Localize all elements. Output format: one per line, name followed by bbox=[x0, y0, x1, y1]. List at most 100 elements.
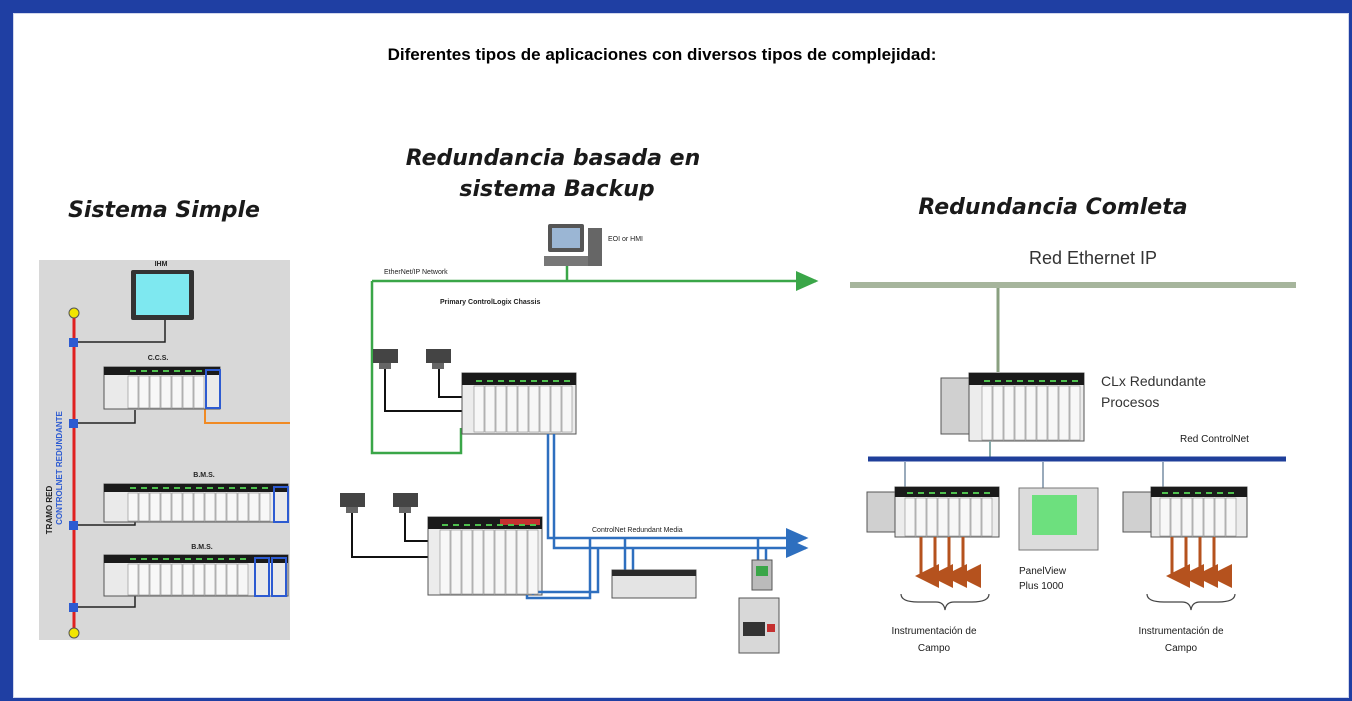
clx-module-led bbox=[1017, 380, 1023, 382]
bms2-module-led bbox=[218, 558, 224, 560]
section-simple-title: Sistema Simple bbox=[68, 198, 260, 223]
io-left-module-led bbox=[918, 492, 924, 494]
secondary-module-led bbox=[475, 524, 481, 526]
field-arrows-left bbox=[915, 537, 981, 588]
bms2-module-slot bbox=[226, 563, 238, 596]
primary-module-led bbox=[520, 380, 526, 382]
bms1-module-led bbox=[262, 487, 268, 489]
primary-module-slot bbox=[528, 385, 540, 433]
bms2-module-led bbox=[152, 558, 158, 560]
instr-left-line1: Instrumentación de bbox=[891, 626, 976, 637]
primary-module-slot bbox=[550, 385, 562, 433]
ethernet-label: EtherNet/IP Network bbox=[384, 269, 448, 276]
bms1-label: B.M.S. bbox=[193, 472, 214, 479]
ccs-module-led bbox=[130, 370, 136, 372]
clx-module-slot bbox=[992, 385, 1004, 441]
bms1-module-led bbox=[174, 487, 180, 489]
io-right-module-led bbox=[1173, 492, 1179, 494]
ccs-module-led bbox=[196, 370, 202, 372]
bms2-module-slot bbox=[149, 563, 161, 596]
brace-left bbox=[900, 593, 990, 611]
secondary-module-slot bbox=[439, 529, 451, 595]
io-left-module-led bbox=[951, 492, 957, 494]
field-arrows-right bbox=[1166, 537, 1232, 588]
secondary-module-led bbox=[486, 524, 492, 526]
bms2-module-led bbox=[141, 558, 147, 560]
vertical-label-controlnet: CONTROLNET REDUNDANTE bbox=[55, 410, 64, 524]
primary-module-led bbox=[509, 380, 515, 382]
primary-chassis-label: Primary ControlLogix Chassis bbox=[440, 299, 540, 306]
bms2-module-slot bbox=[204, 563, 216, 596]
panelview-label-line2: Plus 1000 bbox=[1019, 581, 1064, 592]
io-right-module-led bbox=[1228, 492, 1234, 494]
bms2-module-slot bbox=[127, 563, 139, 596]
bms1-module-slot bbox=[226, 492, 238, 522]
io-left-module-led bbox=[973, 492, 979, 494]
bms1-module-led bbox=[152, 487, 158, 489]
clx-module-slot bbox=[1036, 385, 1048, 441]
io-left-module-slot bbox=[948, 497, 960, 537]
bms1-module-slot bbox=[149, 492, 161, 522]
instr-right-line2: Campo bbox=[1165, 643, 1198, 654]
primary-module-led bbox=[531, 380, 537, 382]
io-left-module-slot bbox=[981, 497, 993, 537]
brace-right bbox=[1146, 593, 1236, 611]
primary-module-led bbox=[487, 380, 493, 382]
clx-label-line2: Procesos bbox=[1101, 394, 1159, 410]
primary-module-slot bbox=[506, 385, 518, 433]
clx-module-led bbox=[1050, 380, 1056, 382]
secondary-module-slot bbox=[472, 529, 484, 595]
instr-left-line2: Campo bbox=[918, 643, 951, 654]
controlnet-label: Red ControlNet bbox=[1180, 434, 1249, 445]
io-right-module-led bbox=[1206, 492, 1212, 494]
drive-icon-3 bbox=[340, 493, 365, 513]
bms1-module-led bbox=[141, 487, 147, 489]
section-backup-title-line1: Redundancia basada en bbox=[406, 146, 701, 171]
secondary-module-led bbox=[519, 524, 525, 526]
io-left-module-led bbox=[907, 492, 913, 494]
secondary-module-led bbox=[497, 524, 503, 526]
bms2-module-slot bbox=[237, 563, 249, 596]
bms2-module-slot bbox=[193, 563, 205, 596]
primary-module-slot bbox=[517, 385, 529, 433]
page-title: Diferentes tipos de aplicaciones con div… bbox=[388, 45, 937, 64]
bms2-module-led bbox=[229, 558, 235, 560]
bms1-module-slot bbox=[160, 492, 172, 522]
ccs-module-slot bbox=[193, 375, 205, 409]
bms2-module-led bbox=[130, 558, 136, 560]
clx-module-led bbox=[995, 380, 1001, 382]
ethernet-drop-line bbox=[370, 281, 463, 455]
io-left-module-led bbox=[962, 492, 968, 494]
bms2-module-led bbox=[207, 558, 213, 560]
bus-tap-1 bbox=[69, 338, 78, 347]
io-left-module-slot bbox=[926, 497, 938, 537]
secondary-module-led bbox=[530, 524, 536, 526]
secondary-module-slot bbox=[505, 529, 517, 595]
ihm-label: IHM bbox=[155, 261, 168, 268]
bms2-module-slot bbox=[215, 563, 227, 596]
ihm-monitor-icon bbox=[131, 270, 194, 320]
bms1-module-led bbox=[196, 487, 202, 489]
bms1-module-led bbox=[163, 487, 169, 489]
backup-system-panel: EOI or HMI EtherNet/IP Network Primary C… bbox=[340, 224, 819, 654]
panelview-label-line1: PanelView bbox=[1019, 566, 1067, 577]
complete-redundancy-panel: Red Ethernet IP CLx Redundante Procesos … bbox=[850, 248, 1296, 654]
io-right-module-slot bbox=[1170, 497, 1182, 537]
bms1-module-led bbox=[130, 487, 136, 489]
bms2-label: B.M.S. bbox=[191, 544, 212, 551]
workstation-icon bbox=[544, 224, 602, 266]
clx-module-led bbox=[984, 380, 990, 382]
clx-module-led bbox=[1072, 380, 1078, 382]
bms1-module-slot bbox=[237, 492, 249, 522]
bms1-module-led bbox=[240, 487, 246, 489]
primary-module-slot bbox=[539, 385, 551, 433]
clx-label-line1: CLx Redundante bbox=[1101, 373, 1206, 389]
ccs-module-slot bbox=[138, 375, 150, 409]
bms1-module-slot bbox=[138, 492, 150, 522]
drive-icon-1 bbox=[373, 349, 398, 369]
primary-module-slot bbox=[484, 385, 496, 433]
primary-module-led bbox=[476, 380, 482, 382]
io-block-device bbox=[611, 569, 697, 599]
clx-module-slot bbox=[1003, 385, 1015, 441]
